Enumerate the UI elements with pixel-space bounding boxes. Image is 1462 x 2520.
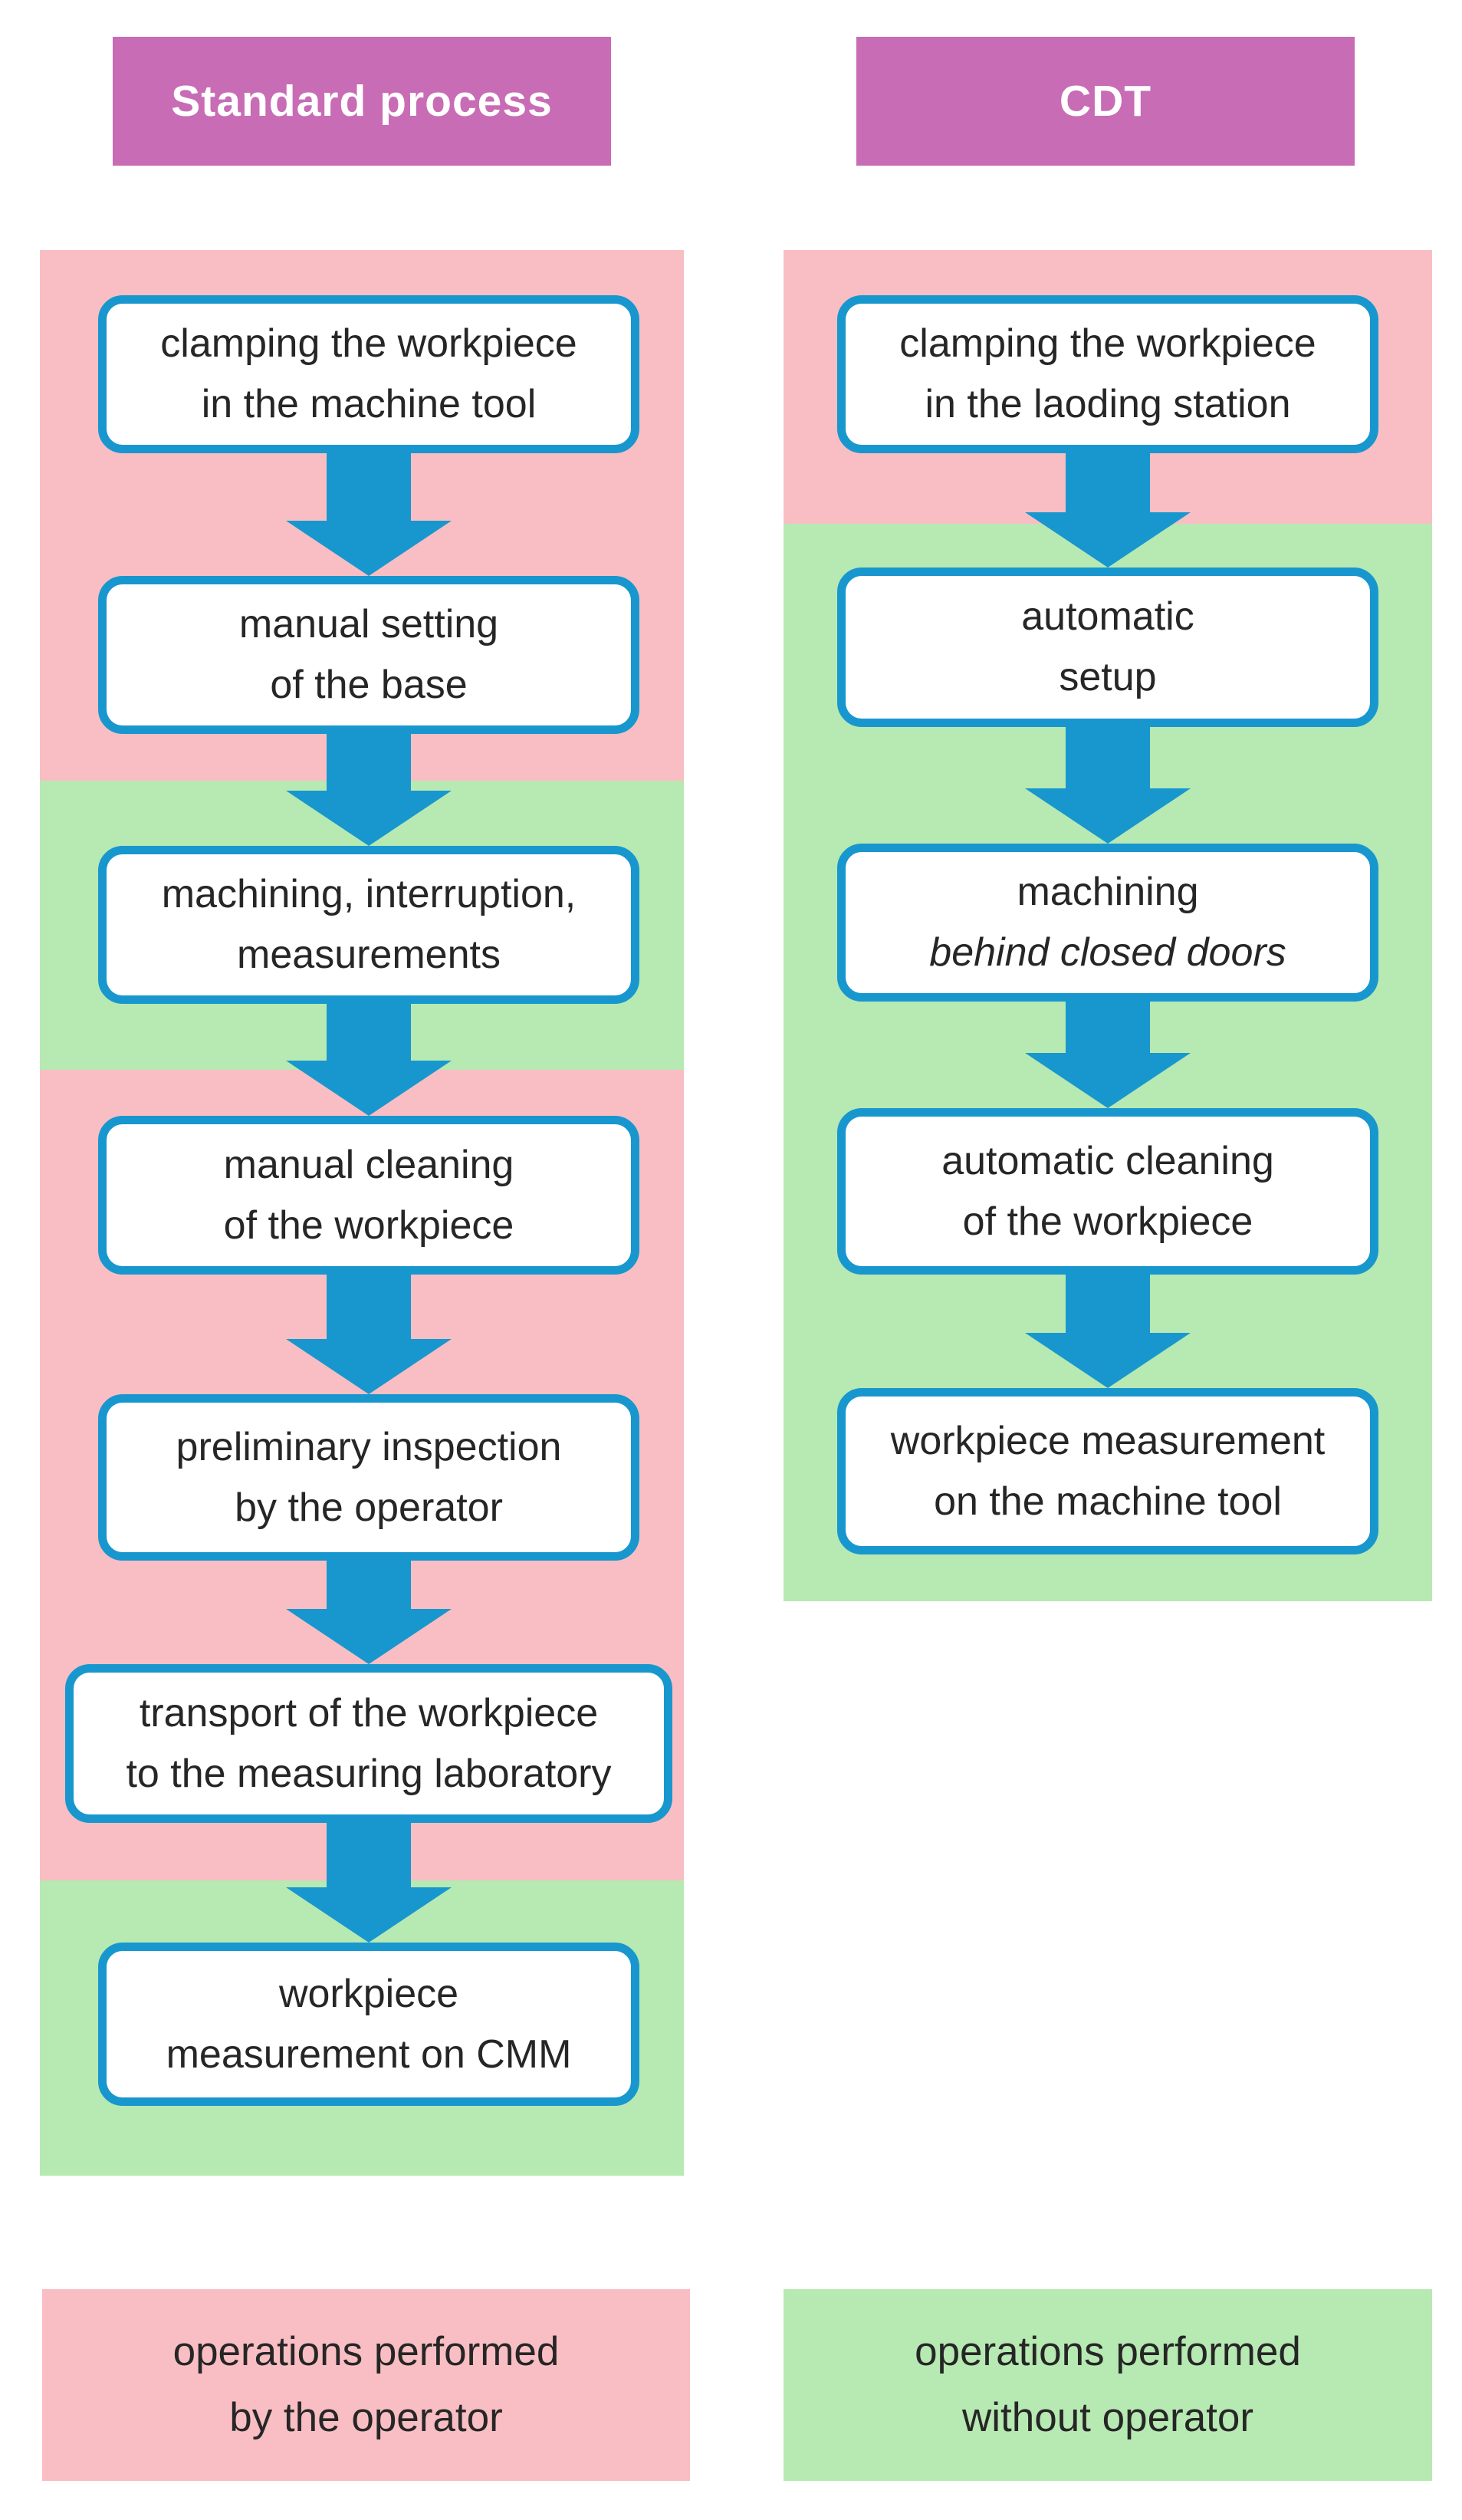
step-automatic-cleaning: automatic cleaning of the workpiece xyxy=(837,1108,1378,1275)
legend-line: operations performed xyxy=(172,2329,560,2374)
arrow-down-icon xyxy=(286,732,452,846)
arrow-head xyxy=(286,1061,452,1116)
arrow-down-icon xyxy=(286,451,452,576)
step-line: to the measuring laboratory xyxy=(126,1751,612,1796)
step-line: in the machine tool xyxy=(201,382,537,426)
step-measurement-cmm: workpiece measurement on CMM xyxy=(98,1943,639,2106)
step-line-italic: behind closed doors xyxy=(929,930,1286,975)
arrow-stem xyxy=(1066,727,1150,788)
arrow-head xyxy=(1025,1053,1191,1108)
step-line: preliminary inspection xyxy=(176,1424,562,1469)
arrow-down-icon xyxy=(286,1558,452,1664)
step-line: of the base xyxy=(270,663,468,707)
step-line: measurements xyxy=(237,933,501,977)
header-cdt-label: CDT xyxy=(1059,77,1152,126)
arrow-stem xyxy=(1066,1272,1150,1333)
arrow-head xyxy=(286,791,452,846)
step-line: transport of the workpiece xyxy=(139,1690,599,1735)
step-clamping-machine-tool: clamping the workpiece in the machine to… xyxy=(98,295,639,453)
arrow-down-icon xyxy=(1025,727,1191,844)
arrow-stem xyxy=(327,1272,411,1339)
step-manual-cleaning: manual cleaning of the workpiece xyxy=(98,1116,639,1275)
arrow-stem xyxy=(327,1558,411,1609)
arrow-head xyxy=(1025,512,1191,567)
arrow-head xyxy=(1025,788,1191,844)
step-line: by the operator xyxy=(235,1485,503,1530)
step-line: on the machine tool xyxy=(934,1479,1282,1524)
legend-line: by the operator xyxy=(229,2395,503,2440)
step-line: of the workpiece xyxy=(962,1199,1253,1244)
step-manual-setting: manual setting of the base xyxy=(98,576,639,734)
step-line: workpiece measurement xyxy=(890,1418,1326,1463)
step-line: of the workpiece xyxy=(223,1202,514,1248)
step-line: measurement on CMM xyxy=(166,2031,572,2077)
step-line: in the laoding station xyxy=(925,382,1291,426)
arrow-stem xyxy=(1066,451,1150,512)
arrow-down-icon xyxy=(286,1002,452,1116)
arrow-down-icon xyxy=(286,1821,452,1943)
step-line: automatic cleaning xyxy=(941,1138,1274,1183)
step-machining-closed-doors: machining behind closed doors xyxy=(837,844,1378,1002)
step-preliminary-inspection: preliminary inspection by the operator xyxy=(98,1394,639,1561)
step-line: clamping the workpiece xyxy=(899,321,1316,366)
header-standard-process-label: Standard process xyxy=(171,77,553,126)
step-line: clamping the workpiece xyxy=(160,321,577,366)
arrow-head xyxy=(1025,1333,1191,1388)
step-automatic-setup: automatic setup xyxy=(837,567,1378,727)
step-line: machining, interruption, xyxy=(161,872,577,916)
arrow-down-icon xyxy=(1025,451,1191,567)
step-line: machining xyxy=(1017,870,1199,914)
step-line: manual setting xyxy=(238,602,499,646)
arrow-stem xyxy=(327,1002,411,1061)
arrow-down-icon xyxy=(286,1272,452,1394)
step-line: automatic xyxy=(1021,594,1194,639)
arrow-head xyxy=(286,1609,452,1664)
legend-line: without operator xyxy=(961,2395,1254,2440)
legend-operator: operations performed by the operator xyxy=(42,2289,690,2481)
legend-line: operations performed xyxy=(915,2329,1301,2374)
arrow-head xyxy=(286,1339,452,1394)
header-cdt: CDT xyxy=(856,37,1355,166)
arrow-stem xyxy=(327,451,411,521)
header-standard-process: Standard process xyxy=(113,37,611,166)
arrow-head xyxy=(286,1887,452,1943)
step-line: manual cleaning xyxy=(223,1142,514,1187)
step-line: workpiece xyxy=(278,1971,459,2016)
arrow-down-icon xyxy=(1025,1272,1191,1388)
legend-without-operator: operations performed without operator xyxy=(784,2289,1432,2481)
step-clamping-loading-station: clamping the workpiece in the laoding st… xyxy=(837,295,1378,453)
arrow-down-icon xyxy=(1025,999,1191,1108)
step-transport-workpiece: transport of the workpiece to the measur… xyxy=(65,1664,672,1823)
arrow-stem xyxy=(327,1821,411,1887)
arrow-stem xyxy=(1066,999,1150,1053)
arrow-head xyxy=(286,521,452,576)
step-machining-interruption: machining, interruption, measurements xyxy=(98,846,639,1004)
step-line: setup xyxy=(1059,655,1157,699)
arrow-stem xyxy=(327,732,411,791)
step-measurement-machine-tool: workpiece measurement on the machine too… xyxy=(837,1388,1378,1554)
